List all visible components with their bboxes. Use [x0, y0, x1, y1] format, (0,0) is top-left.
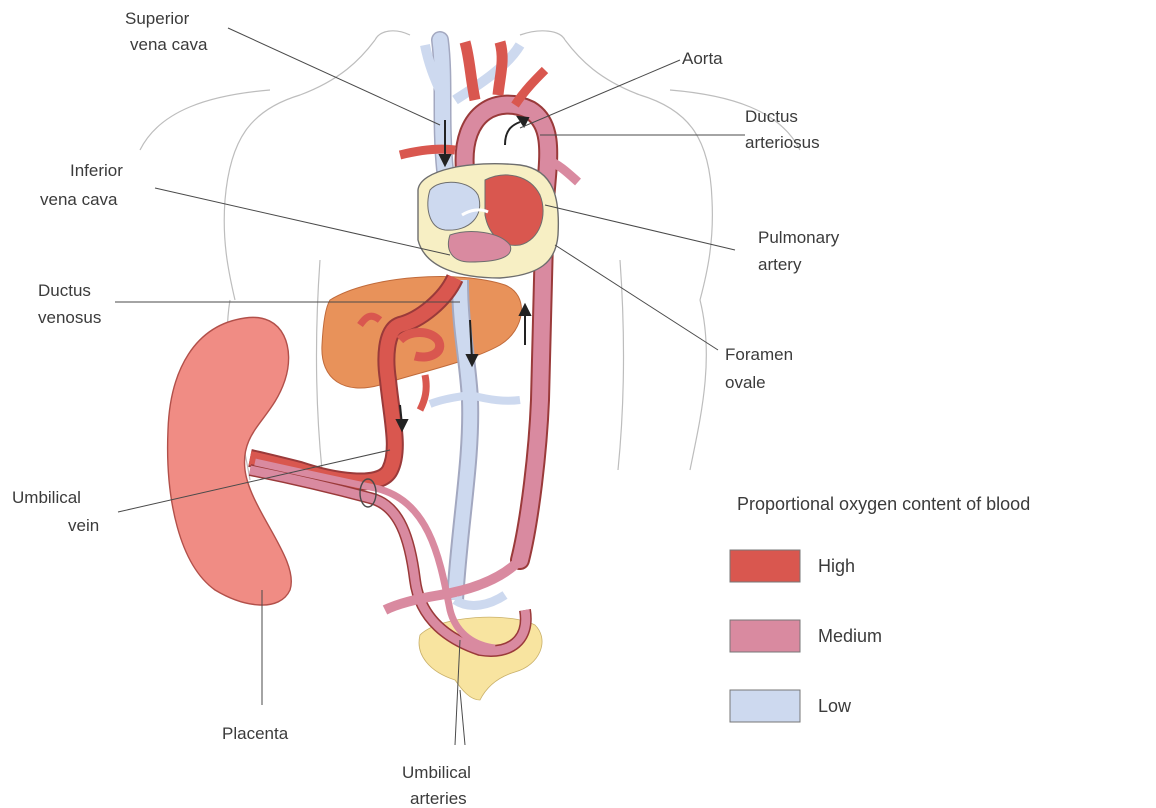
label-pulmonary-artery: Pulmonary artery	[758, 228, 844, 274]
legend-label-medium: Medium	[818, 626, 882, 646]
heart	[418, 164, 558, 278]
legend-swatch-high	[730, 550, 800, 582]
label-inferior-vena-cava: Inferior vena cava	[40, 161, 128, 209]
label-umbilical-vein: Umbilical vein	[12, 488, 99, 535]
legend-swatch-low	[730, 690, 800, 722]
legend-swatch-medium	[730, 620, 800, 652]
labels: Superior vena cava Aorta Ductus arterios…	[12, 9, 844, 808]
label-foramen-ovale: Foramen ovale	[725, 345, 798, 392]
label-superior-vena-cava: Superior vena cava	[125, 9, 208, 54]
label-placenta: Placenta	[222, 724, 289, 743]
legend: Proportional oxygen content of blood Hig…	[730, 494, 1030, 722]
label-aorta: Aorta	[682, 49, 723, 68]
label-ductus-venosus: Ductus venosus	[38, 281, 101, 327]
legend-label-low: Low	[818, 696, 852, 716]
legend-label-high: High	[818, 556, 855, 576]
label-umbilical-arteries: Umbilical arteries	[402, 763, 476, 808]
label-ductus-arteriosus: Ductus arteriosus	[745, 107, 820, 152]
legend-title: Proportional oxygen content of blood	[737, 494, 1030, 514]
